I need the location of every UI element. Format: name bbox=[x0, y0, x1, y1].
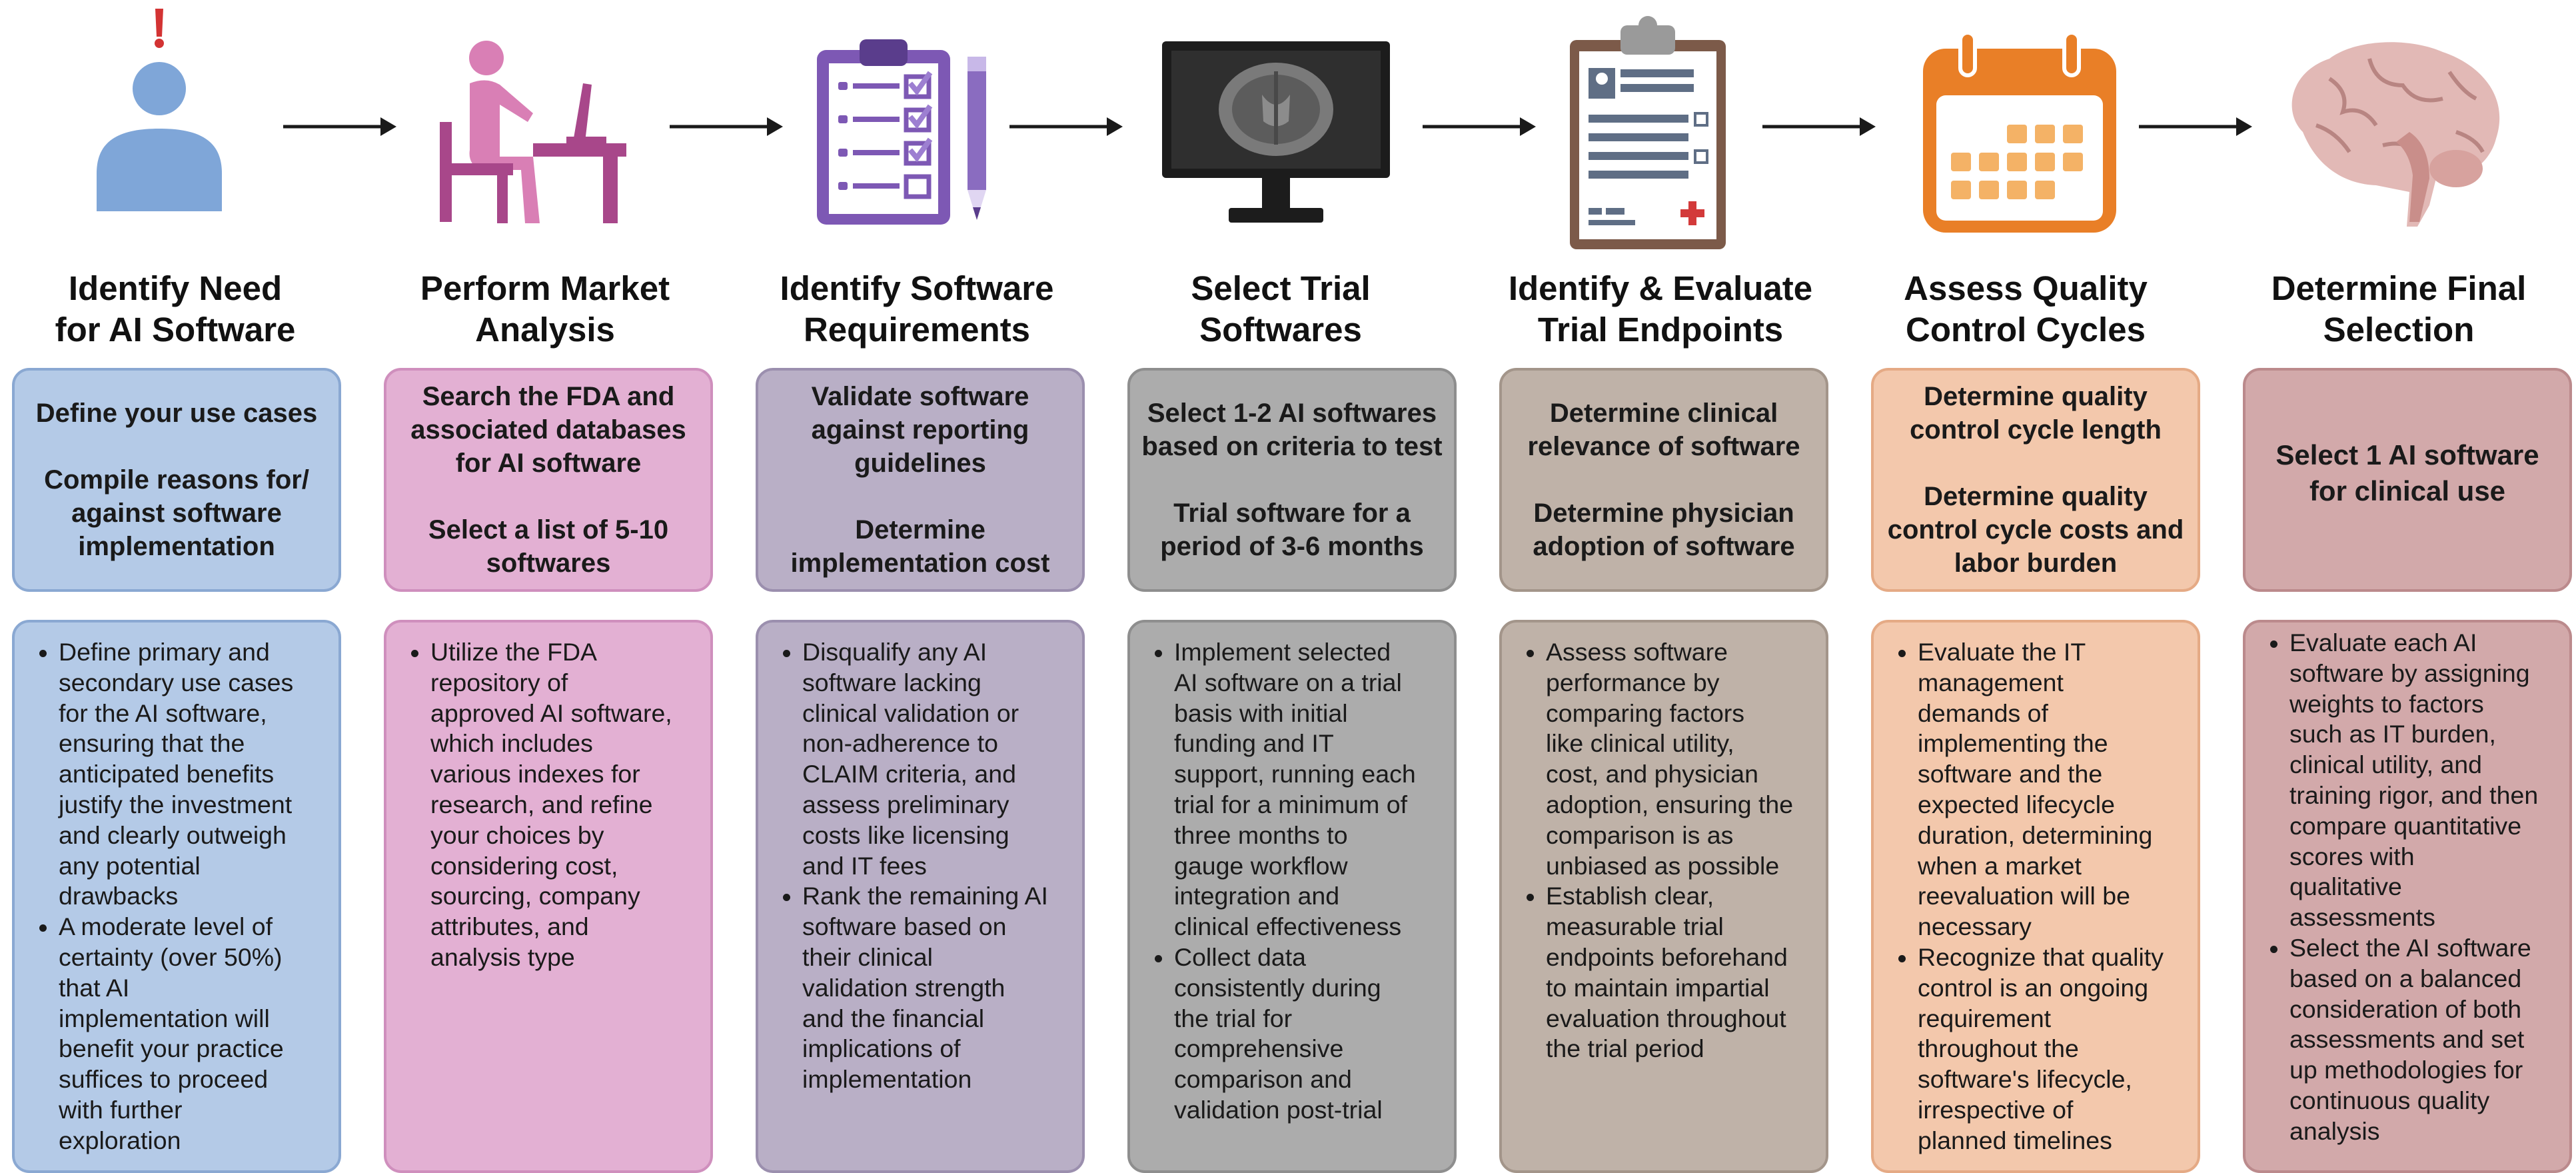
summary-text: for AI software bbox=[455, 449, 642, 478]
arrow-5 bbox=[1762, 117, 1876, 136]
step-1-summary-box: Define your use cases Compile reasons fo… bbox=[12, 368, 341, 592]
summary-text: Compile reasons for/ bbox=[44, 465, 309, 495]
step-7-summary-box: Select 1 AI software for clinical use bbox=[2243, 368, 2572, 592]
summary-text: Search the FDA and bbox=[422, 382, 675, 411]
summary-text: implementation bbox=[78, 532, 275, 561]
summary-text: for clinical use bbox=[2309, 475, 2506, 507]
person-alert-icon bbox=[97, 9, 222, 211]
summary-text: softwares bbox=[486, 549, 611, 578]
summary-text: implementation cost bbox=[790, 549, 1050, 578]
summary-text: Determine physician bbox=[1533, 499, 1794, 528]
arrow-4 bbox=[1423, 117, 1536, 136]
step-5-summary-box: Determine clinical relevance of software… bbox=[1499, 368, 1828, 592]
summary-text: Determine quality bbox=[1924, 382, 2148, 411]
summary-text: Determine quality bbox=[1924, 482, 2148, 511]
summary-text: Determine clinical bbox=[1549, 399, 1778, 428]
summary-text: Determine bbox=[855, 515, 985, 545]
summary-text: Define your use cases bbox=[35, 399, 318, 428]
step-3-summary-box: Validate software against reporting guid… bbox=[756, 368, 1085, 592]
step-4-summary-box: Select 1-2 AI softwares based on criteri… bbox=[1127, 368, 1457, 592]
summary-text: associated databases bbox=[410, 415, 686, 445]
medical-report-clipboard-icon bbox=[1570, 16, 1726, 249]
summary-text: guidelines bbox=[854, 449, 986, 478]
summary-text: Select 1 AI software bbox=[2275, 439, 2539, 471]
summary-text: control cycle length bbox=[1910, 415, 2162, 445]
brain-scan-monitor-icon bbox=[1162, 41, 1390, 223]
summary-text: control cycle costs and bbox=[1887, 515, 2184, 545]
summary-text: against software bbox=[71, 499, 282, 528]
person-at-computer-icon bbox=[440, 41, 626, 223]
summary-text: Trial software for a bbox=[1173, 499, 1411, 528]
brain-icon bbox=[2291, 42, 2500, 227]
step-2-summary-box: Search the FDA and associated databases … bbox=[384, 368, 713, 592]
step-6-summary-box: Determine quality control cycle length D… bbox=[1871, 368, 2200, 592]
arrow-6 bbox=[2139, 117, 2252, 136]
summary-text: Select a list of 5-10 bbox=[428, 515, 669, 545]
summary-text: labor burden bbox=[1954, 549, 2118, 578]
arrow-3 bbox=[1009, 117, 1123, 136]
arrow-1 bbox=[283, 117, 396, 136]
summary-text: Validate software bbox=[811, 382, 1029, 411]
summary-text: Select 1-2 AI softwares bbox=[1147, 399, 1437, 428]
clipboard-checklist-icon bbox=[817, 39, 986, 225]
summary-text: relevance of software bbox=[1527, 432, 1800, 461]
calendar-icon bbox=[1923, 31, 2116, 233]
summary-text: against reporting bbox=[811, 415, 1029, 445]
summary-text: period of 3-6 months bbox=[1160, 532, 1424, 561]
detail-bullet: Establish clear,measurable trialendpoint… bbox=[1546, 881, 1816, 1064]
summary-text: based on criteria to test bbox=[1141, 432, 1443, 461]
summary-text: adoption of software bbox=[1533, 532, 1795, 561]
arrow-2 bbox=[670, 117, 783, 136]
